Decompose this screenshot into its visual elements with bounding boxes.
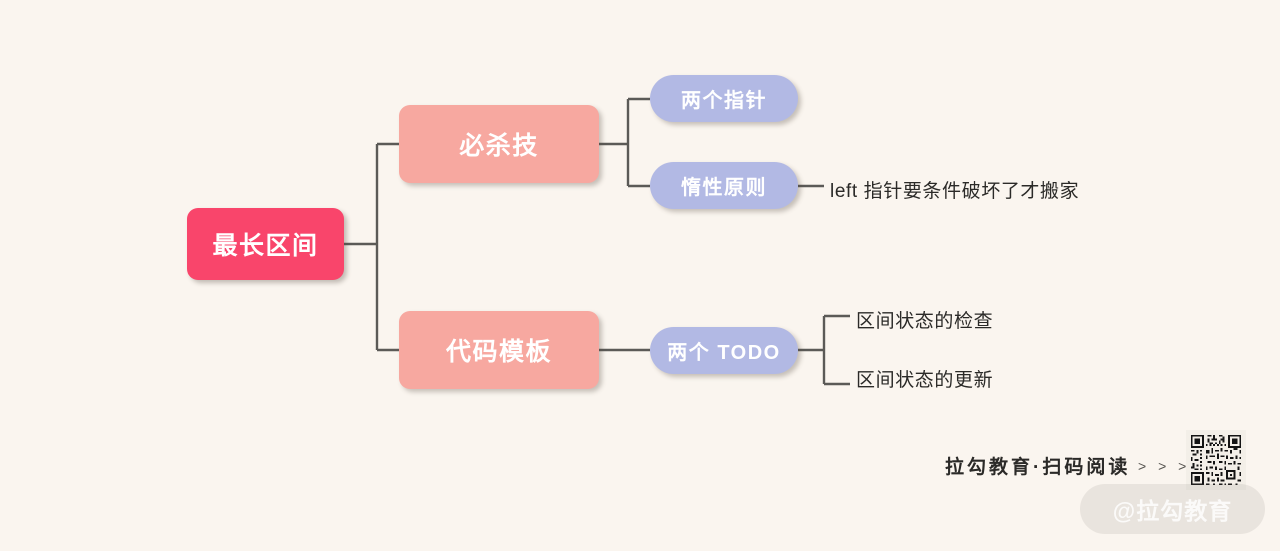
node-branch-bisha[interactable]: 必杀技 — [399, 105, 599, 183]
text-leaf-interval-check: 区间状态的检查 — [856, 311, 994, 332]
text-leaf-interval-update: 区间状态的更新 — [856, 370, 994, 391]
qr-code-icon[interactable] — [1186, 430, 1246, 490]
footer-chevron-icon: > > > — [1138, 458, 1191, 474]
node-leaf-two-pointers[interactable]: 两个指针 — [650, 75, 798, 122]
brand-watermark-badge: @拉勾教育 — [1080, 484, 1265, 534]
footer-brand-text: 拉勾教育·扫码阅读 — [945, 457, 1131, 478]
node-branch-daima[interactable]: 代码模板 — [399, 311, 599, 389]
node-leaf-two-todo[interactable]: 两个 TODO — [650, 327, 798, 374]
footer-watermark: 拉勾教育·扫码阅读 > > > — [945, 428, 1265, 538]
node-leaf-lazy-principle[interactable]: 惰性原则 — [650, 162, 798, 209]
text-leaf-left-pointer-note: left 指针要条件破坏了才搬家 — [830, 181, 1080, 202]
node-root[interactable]: 最长区间 — [187, 208, 344, 280]
